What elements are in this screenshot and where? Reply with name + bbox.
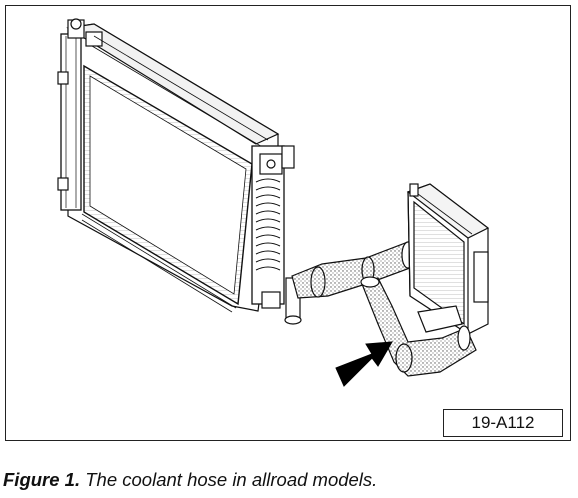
figure-caption-label: Figure 1. <box>3 469 81 490</box>
figure-caption-text: The coolant hose in allroad models. <box>80 469 378 490</box>
figure-caption: Figure 1. The coolant hose in allroad mo… <box>3 469 377 491</box>
lower-coolant-hose <box>360 276 477 377</box>
main-radiator <box>57 18 302 325</box>
radiator-illustration <box>57 18 490 387</box>
figure-reference-code: 19-A112 <box>443 409 563 437</box>
upper-coolant-hose <box>291 241 415 299</box>
pointer-arrow-icon <box>335 341 393 387</box>
figure-frame: 19-A112 <box>5 5 571 441</box>
auxiliary-cooler <box>406 183 490 335</box>
